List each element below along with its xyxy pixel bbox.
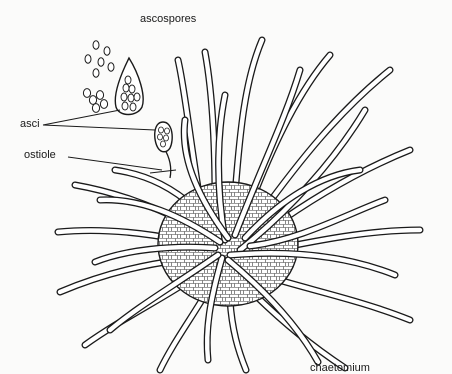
ostiole-neck [164,148,171,178]
free-ascospores [83,41,114,113]
asci-leader-upper [43,110,120,125]
label-ostiole: ostiole [24,150,56,161]
label-asci: asci [20,119,40,130]
asci-leader-lower [43,125,155,130]
hair-back-11 [160,295,205,370]
ostiole-rim [150,170,176,173]
label-genus: chaetomium [310,363,370,374]
label-ascospores: ascospores [140,14,196,25]
